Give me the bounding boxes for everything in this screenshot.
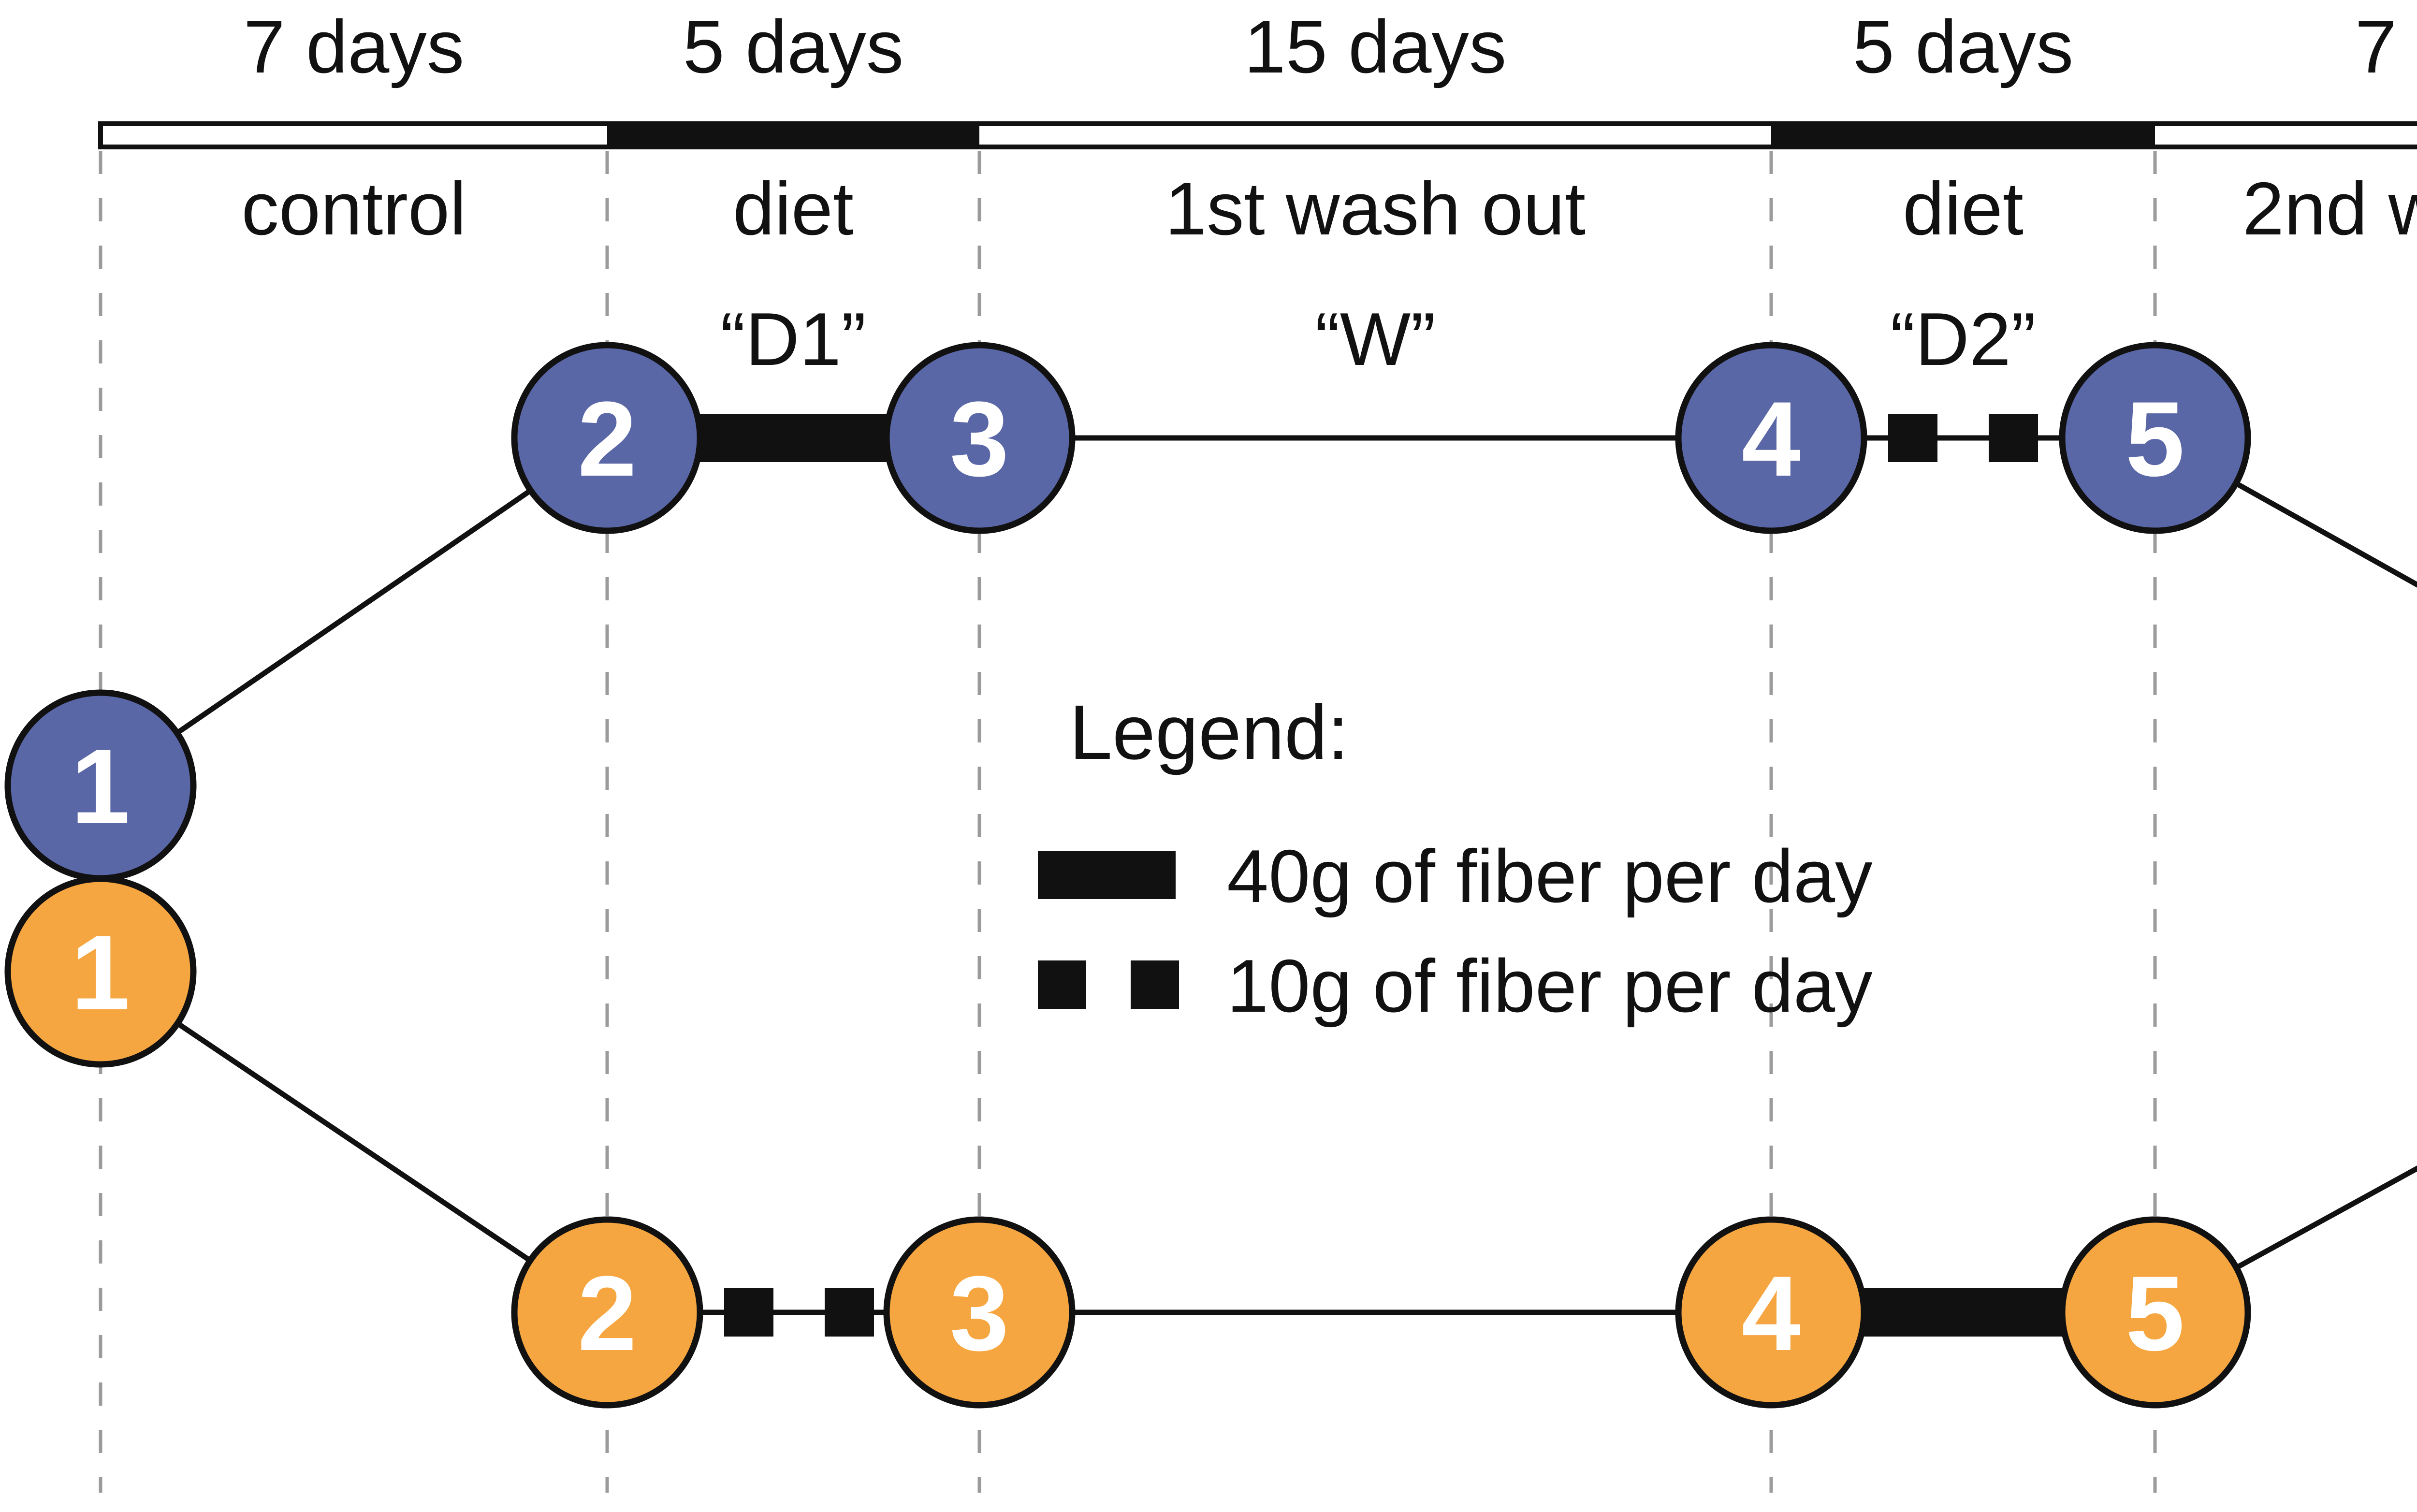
node-number: 4 bbox=[1742, 379, 1801, 498]
phase-code-label: “D2” bbox=[1890, 297, 2036, 381]
node-number: 1 bbox=[71, 913, 130, 1032]
edge-10g-dash-bottom bbox=[825, 1288, 874, 1337]
edge-40g-bar-bottom bbox=[1864, 1288, 2062, 1337]
legend: Legend: 40g of fiber per day 10g of fibe… bbox=[1038, 689, 1873, 1028]
duration-label: 15 days bbox=[1244, 5, 1507, 88]
phase-name-labels: control diet 1st wash out diet 2nd wash … bbox=[241, 167, 2417, 250]
diet2-bar-segment bbox=[1771, 121, 2155, 149]
diet1-bar-segment bbox=[607, 121, 979, 149]
edges-top-arm bbox=[99, 414, 2417, 788]
phase-name-label: diet bbox=[733, 167, 854, 250]
node-number: 3 bbox=[950, 379, 1009, 498]
nodes-bottom-arm: 1 2 3 4 5 6 bbox=[4, 875, 2251, 1409]
node-number: 2 bbox=[578, 1254, 637, 1373]
edge-40g-bar-top bbox=[700, 414, 887, 462]
nodes-top-arm: 1 2 3 4 5 6 bbox=[4, 342, 2251, 882]
node-orange-3 bbox=[883, 1216, 1076, 1409]
node-orange-5 bbox=[2059, 1216, 2251, 1409]
edge-node5-node6-bottom bbox=[2154, 1165, 2417, 1315]
node-number: 3 bbox=[950, 1254, 1009, 1373]
legend-10g-swatch bbox=[1038, 960, 1086, 1009]
phase-code-label: “W” bbox=[1315, 297, 1436, 381]
phase-name-label: 2nd wash out bbox=[2242, 167, 2417, 250]
node-blue-2 bbox=[511, 342, 703, 534]
phase-name-label: control bbox=[241, 167, 466, 250]
edge-node1-node2-bottom bbox=[99, 969, 609, 1315]
edge-10g-dash-top bbox=[1888, 414, 1937, 462]
duration-label: 7 days bbox=[244, 5, 465, 88]
edge-10g-dash-bottom bbox=[724, 1288, 773, 1337]
phase-name-label: diet bbox=[1903, 167, 2024, 250]
legend-item-label: 40g of fiber per day bbox=[1227, 834, 1873, 918]
legend-title: Legend: bbox=[1069, 689, 1349, 775]
edge-node5-node6-top bbox=[2154, 436, 2417, 588]
edge-node1-node2-top bbox=[99, 436, 609, 788]
duration-label: 5 days bbox=[683, 5, 904, 88]
legend-item-label: 10g of fiber per day bbox=[1227, 944, 1873, 1028]
node-number: 5 bbox=[2126, 379, 2184, 498]
timeline-bar bbox=[98, 121, 2417, 149]
node-number: 4 bbox=[1742, 1254, 1801, 1373]
legend-40g-swatch bbox=[1038, 851, 1176, 899]
node-number: 1 bbox=[71, 727, 130, 846]
node-blue-4 bbox=[1675, 342, 1867, 534]
node-number: 5 bbox=[2126, 1254, 2184, 1373]
edge-10g-dash-top bbox=[1989, 414, 2038, 462]
node-blue-3 bbox=[883, 342, 1076, 534]
duration-labels: 7 days 5 days 15 days 5 days 7 days bbox=[244, 5, 2417, 88]
duration-label: 5 days bbox=[1853, 5, 2074, 88]
phase-code-labels: “D1” “W” “D2” bbox=[720, 297, 2036, 381]
legend-10g-swatch bbox=[1131, 960, 1179, 1009]
node-orange-4 bbox=[1675, 1216, 1867, 1409]
node-orange-2 bbox=[511, 1216, 703, 1409]
node-number: 2 bbox=[578, 379, 637, 498]
phase-code-label: “D1” bbox=[720, 297, 866, 381]
duration-label: 7 days bbox=[2355, 5, 2417, 88]
edges-bottom-arm bbox=[99, 969, 2417, 1337]
phase-name-label: 1st wash out bbox=[1165, 167, 1586, 250]
node-orange-1 bbox=[4, 875, 197, 1068]
node-blue-5 bbox=[2059, 342, 2251, 534]
